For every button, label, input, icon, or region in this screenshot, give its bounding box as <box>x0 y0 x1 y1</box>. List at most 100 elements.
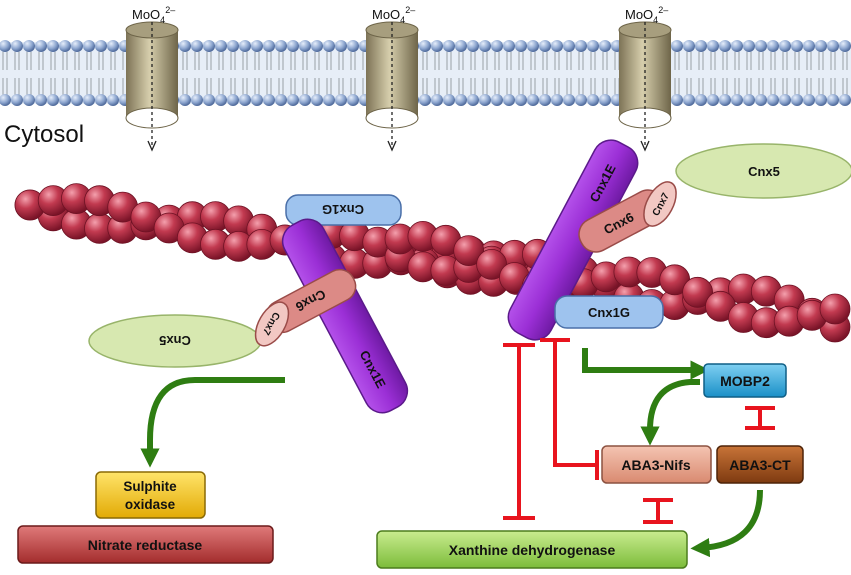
lipid-head <box>443 40 455 52</box>
lipid-head <box>335 40 347 52</box>
cnx1g-left-label: Cnx1G <box>322 202 364 217</box>
lipid-head <box>47 40 59 52</box>
channel-body <box>126 30 178 118</box>
lipid-head <box>323 40 335 52</box>
activation-arrow-to-sulphite-oxidase <box>140 377 285 468</box>
lipid-head <box>731 40 743 52</box>
lipid-head <box>527 94 539 106</box>
lipid-head <box>47 94 59 106</box>
lipid-head <box>719 40 731 52</box>
actin-monomer <box>682 276 713 308</box>
lipid-head <box>779 40 791 52</box>
aba3-ct-label: ABA3-CT <box>729 457 791 473</box>
xanthine-dehydrogenase-box <box>376 530 688 569</box>
lipid-head <box>431 94 443 106</box>
lipid-head <box>743 40 755 52</box>
lipid-head <box>815 40 827 52</box>
lipid-head <box>227 40 239 52</box>
lipid-head <box>743 94 755 106</box>
molybdate-arrowhead <box>147 140 157 152</box>
lipid-head <box>347 94 359 106</box>
lipid-head <box>95 40 107 52</box>
cnx5-left-label: Cnx5 <box>159 333 191 348</box>
molybdate-channel: MoO42– <box>365 5 419 152</box>
lipid-head <box>539 94 551 106</box>
lipid-head <box>239 40 251 52</box>
lipid-head <box>311 94 323 106</box>
lipid-head <box>23 40 35 52</box>
lipid-head <box>827 94 839 106</box>
mobp2-box <box>703 363 787 398</box>
lipid-head <box>479 94 491 106</box>
lipid-head <box>191 40 203 52</box>
molybdate-transporters: MoO42– MoO42– MoO42– <box>125 5 672 152</box>
activation-arrow-to-xanthine-dehydrogenase <box>690 489 763 558</box>
lipid-head <box>791 94 803 106</box>
lipid-head <box>83 94 95 106</box>
lipid-head <box>719 94 731 106</box>
aba3-nifs-box <box>601 445 712 484</box>
lipid-head <box>59 94 71 106</box>
lipid-head <box>215 40 227 52</box>
lipid-head <box>263 94 275 106</box>
molybdate-label: MoO42– <box>372 5 415 25</box>
lipid-head <box>431 40 443 52</box>
inhibition-bar-mobp2-aba3-ct <box>745 406 775 430</box>
lipid-head <box>839 40 851 52</box>
cnx7-left <box>254 301 290 347</box>
lipid-head <box>0 40 11 52</box>
lipid-head <box>491 40 503 52</box>
lipid-head <box>191 94 203 106</box>
lipid-head <box>419 40 431 52</box>
lipid-head <box>815 94 827 106</box>
lipid-head <box>275 40 287 52</box>
lipid-head <box>0 94 11 106</box>
lipid-head <box>251 40 263 52</box>
lipid-head <box>803 40 815 52</box>
lipid-head <box>323 94 335 106</box>
inhibition-bar-aba3-nifs <box>540 338 599 480</box>
lipid-head <box>563 94 575 106</box>
lipid-head <box>539 40 551 52</box>
moco-complex-left: Cnx1G Cnx5 Cnx1E Cnx6 Cnx7 <box>88 194 409 414</box>
molybdate-label: MoO42– <box>625 5 668 25</box>
channel-body <box>619 30 671 118</box>
molybdate-channel: MoO42– <box>125 5 179 152</box>
lipid-head <box>515 40 527 52</box>
lipid-head <box>695 94 707 106</box>
lipid-head <box>827 40 839 52</box>
lipid-head <box>491 94 503 106</box>
molybdate-channel: MoO42– <box>618 5 672 152</box>
lipid-head <box>179 94 191 106</box>
lipid-head <box>779 94 791 106</box>
lipid-head <box>515 94 527 106</box>
lipid-head <box>683 40 695 52</box>
lipid-head <box>563 40 575 52</box>
lipid-head <box>587 94 599 106</box>
lipid-head <box>551 40 563 52</box>
lipid-head <box>203 94 215 106</box>
lipid-head <box>671 40 683 52</box>
lipid-head <box>299 94 311 106</box>
inhibition-bar-xanthine <box>503 343 535 520</box>
cnx1e-left <box>281 218 409 414</box>
lipid-head <box>59 40 71 52</box>
cnx5-right-label: Cnx5 <box>748 164 780 179</box>
lipid-head <box>179 40 191 52</box>
lipid-head <box>239 94 251 106</box>
channel-body <box>366 30 418 118</box>
nitrate-reductase-label: Nitrate reductase <box>88 537 203 553</box>
lipid-head <box>755 94 767 106</box>
aba3-nifs-label: ABA3-Nifs <box>621 457 690 473</box>
lipid-head <box>767 94 779 106</box>
lipid-head <box>299 40 311 52</box>
lipid-head <box>443 94 455 106</box>
activation-arrow-to-aba3-nifs <box>640 379 700 446</box>
lipid-head <box>11 94 23 106</box>
lipid-head <box>11 40 23 52</box>
lipid-head <box>455 40 467 52</box>
actin-monomer <box>819 293 851 325</box>
lipid-head <box>599 40 611 52</box>
lipid-head <box>419 94 431 106</box>
